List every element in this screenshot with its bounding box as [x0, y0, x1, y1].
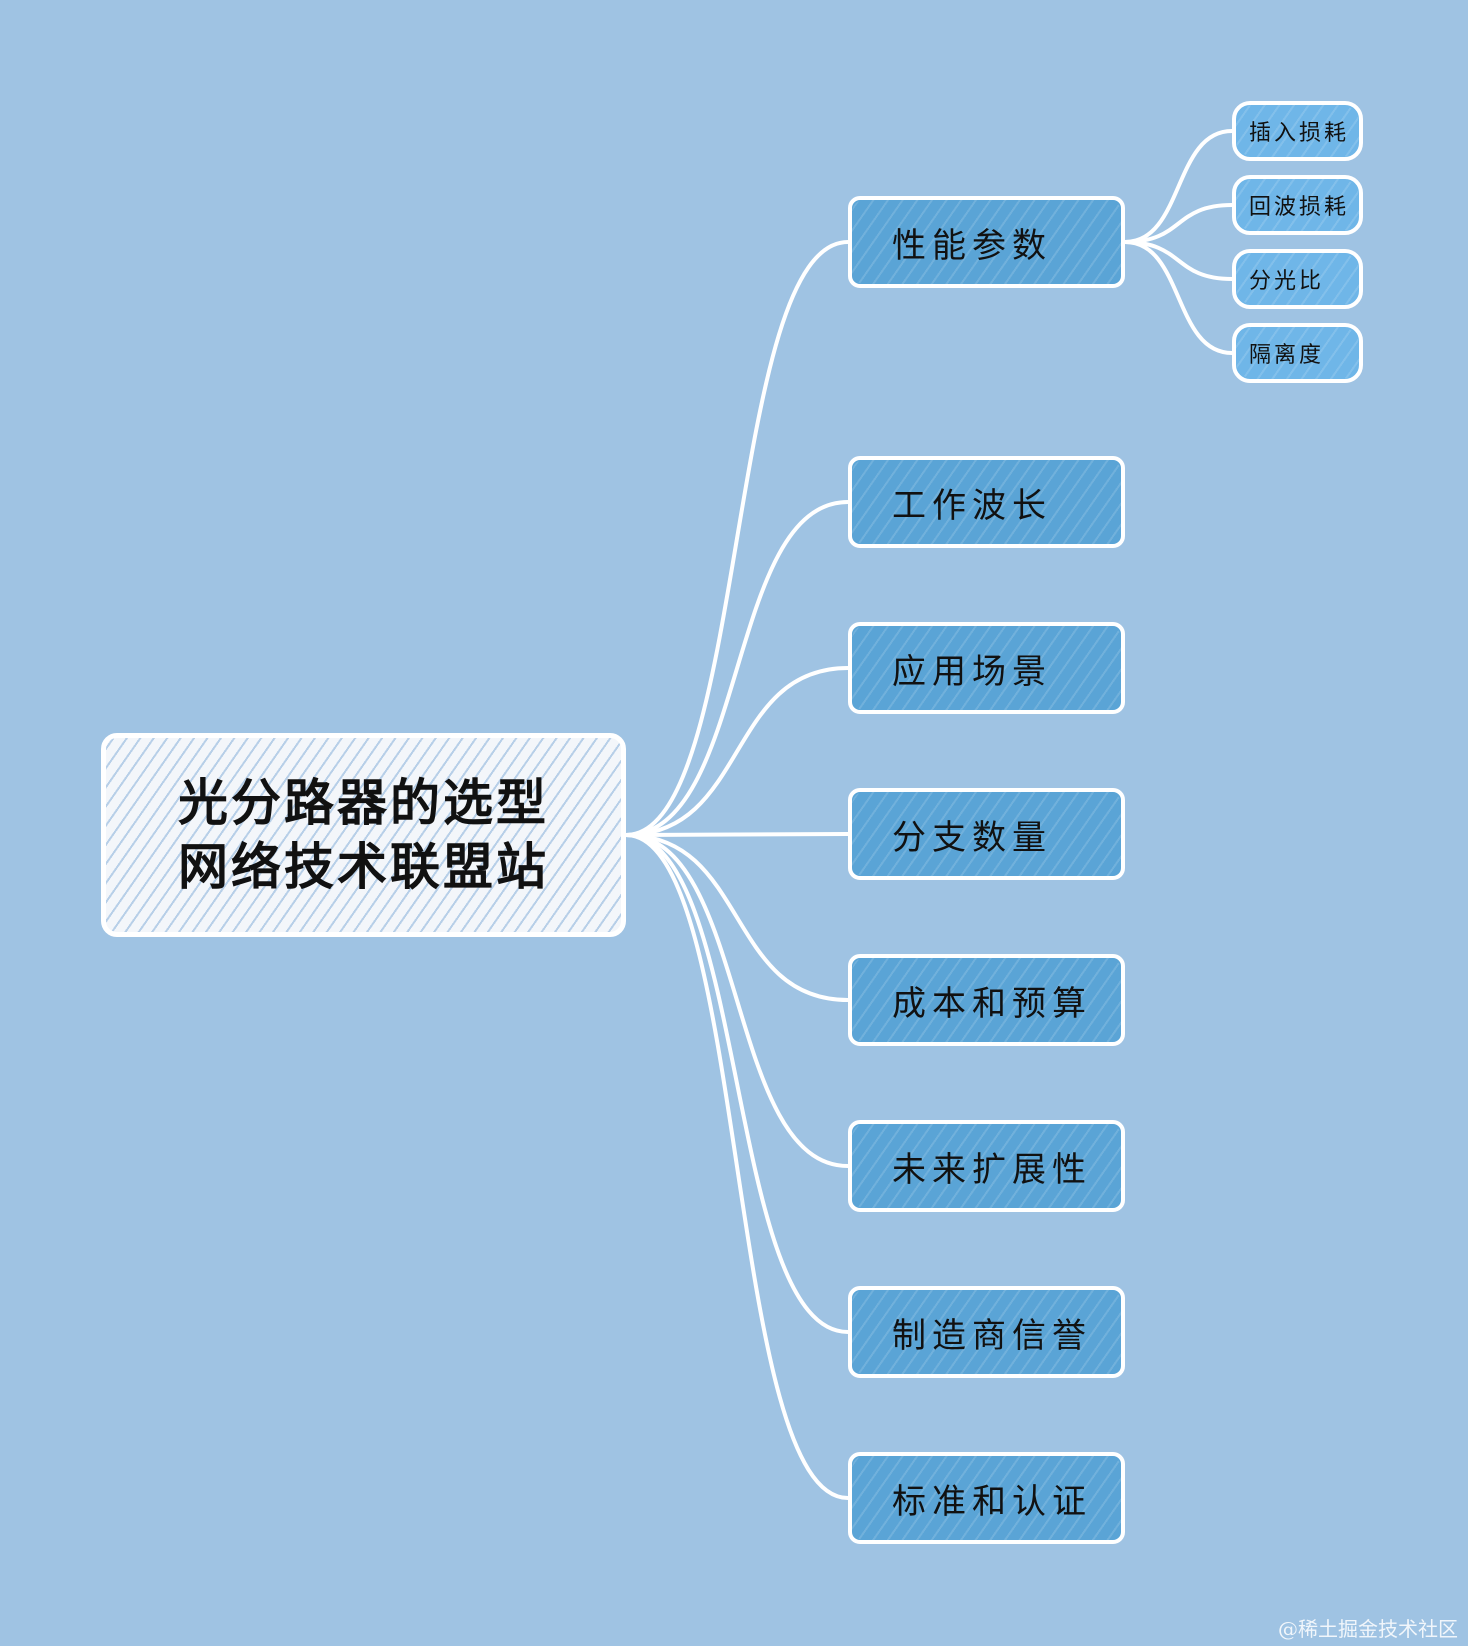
- connector-branch-leaf-0: [1123, 129, 1234, 244]
- connector-root-branch-7: [624, 833, 850, 1500]
- leaf-return-loss[interactable]: 回波损耗: [1232, 175, 1363, 235]
- branch-manufacturer-reputation[interactable]: 制造商信誉: [848, 1286, 1125, 1378]
- connector-root-branch-0: [624, 240, 850, 837]
- leaf-label: 插入损耗: [1249, 121, 1350, 146]
- connector-root-branch-2: [624, 666, 850, 837]
- connector-root-branch-4: [624, 833, 850, 1002]
- leaf-label: 隔离度: [1249, 343, 1325, 368]
- root-title-line-2: 网络技术联盟站: [178, 838, 549, 896]
- branch-label: 标准和认证: [892, 1481, 1092, 1522]
- connector-root-branch-6: [624, 833, 850, 1334]
- branch-working-wavelength[interactable]: 工作波长: [848, 456, 1125, 548]
- branch-standards-certification[interactable]: 标准和认证: [848, 1452, 1125, 1544]
- leaf-label: 分光比: [1249, 269, 1325, 294]
- branch-label: 性能参数: [892, 225, 1052, 266]
- connector-branch-leaf-2: [1123, 240, 1234, 281]
- connector-root-branch-3: [624, 832, 850, 837]
- connector-root-branch-1: [624, 500, 850, 837]
- watermark: @稀土掘金技术社区: [1278, 1617, 1458, 1641]
- root-node[interactable]: 光分路器的选型 网络技术联盟站: [101, 733, 626, 937]
- connector-branch-leaf-3: [1123, 240, 1234, 355]
- branch-label: 工作波长: [892, 485, 1052, 526]
- leaf-label: 回波损耗: [1249, 195, 1350, 220]
- branch-label: 分支数量: [892, 817, 1052, 858]
- leaf-insertion-loss[interactable]: 插入损耗: [1232, 101, 1363, 161]
- branch-application-scenario[interactable]: 应用场景: [848, 622, 1125, 714]
- branch-branch-count[interactable]: 分支数量: [848, 788, 1125, 880]
- branch-label: 应用场景: [892, 651, 1052, 692]
- leaf-isolation[interactable]: 隔离度: [1232, 323, 1363, 383]
- branch-cost-and-budget[interactable]: 成本和预算: [848, 954, 1125, 1046]
- branch-performance-parameters[interactable]: 性能参数: [848, 196, 1125, 288]
- connector-branch-leaf-1: [1123, 203, 1234, 244]
- branch-label: 成本和预算: [892, 983, 1092, 1024]
- leaf-split-ratio[interactable]: 分光比: [1232, 249, 1363, 309]
- branch-label: 制造商信誉: [892, 1315, 1092, 1356]
- branch-future-scalability[interactable]: 未来扩展性: [848, 1120, 1125, 1212]
- branch-label: 未来扩展性: [892, 1149, 1092, 1190]
- connector-root-branch-5: [624, 833, 850, 1168]
- root-title-line-1: 光分路器的选型: [178, 774, 549, 832]
